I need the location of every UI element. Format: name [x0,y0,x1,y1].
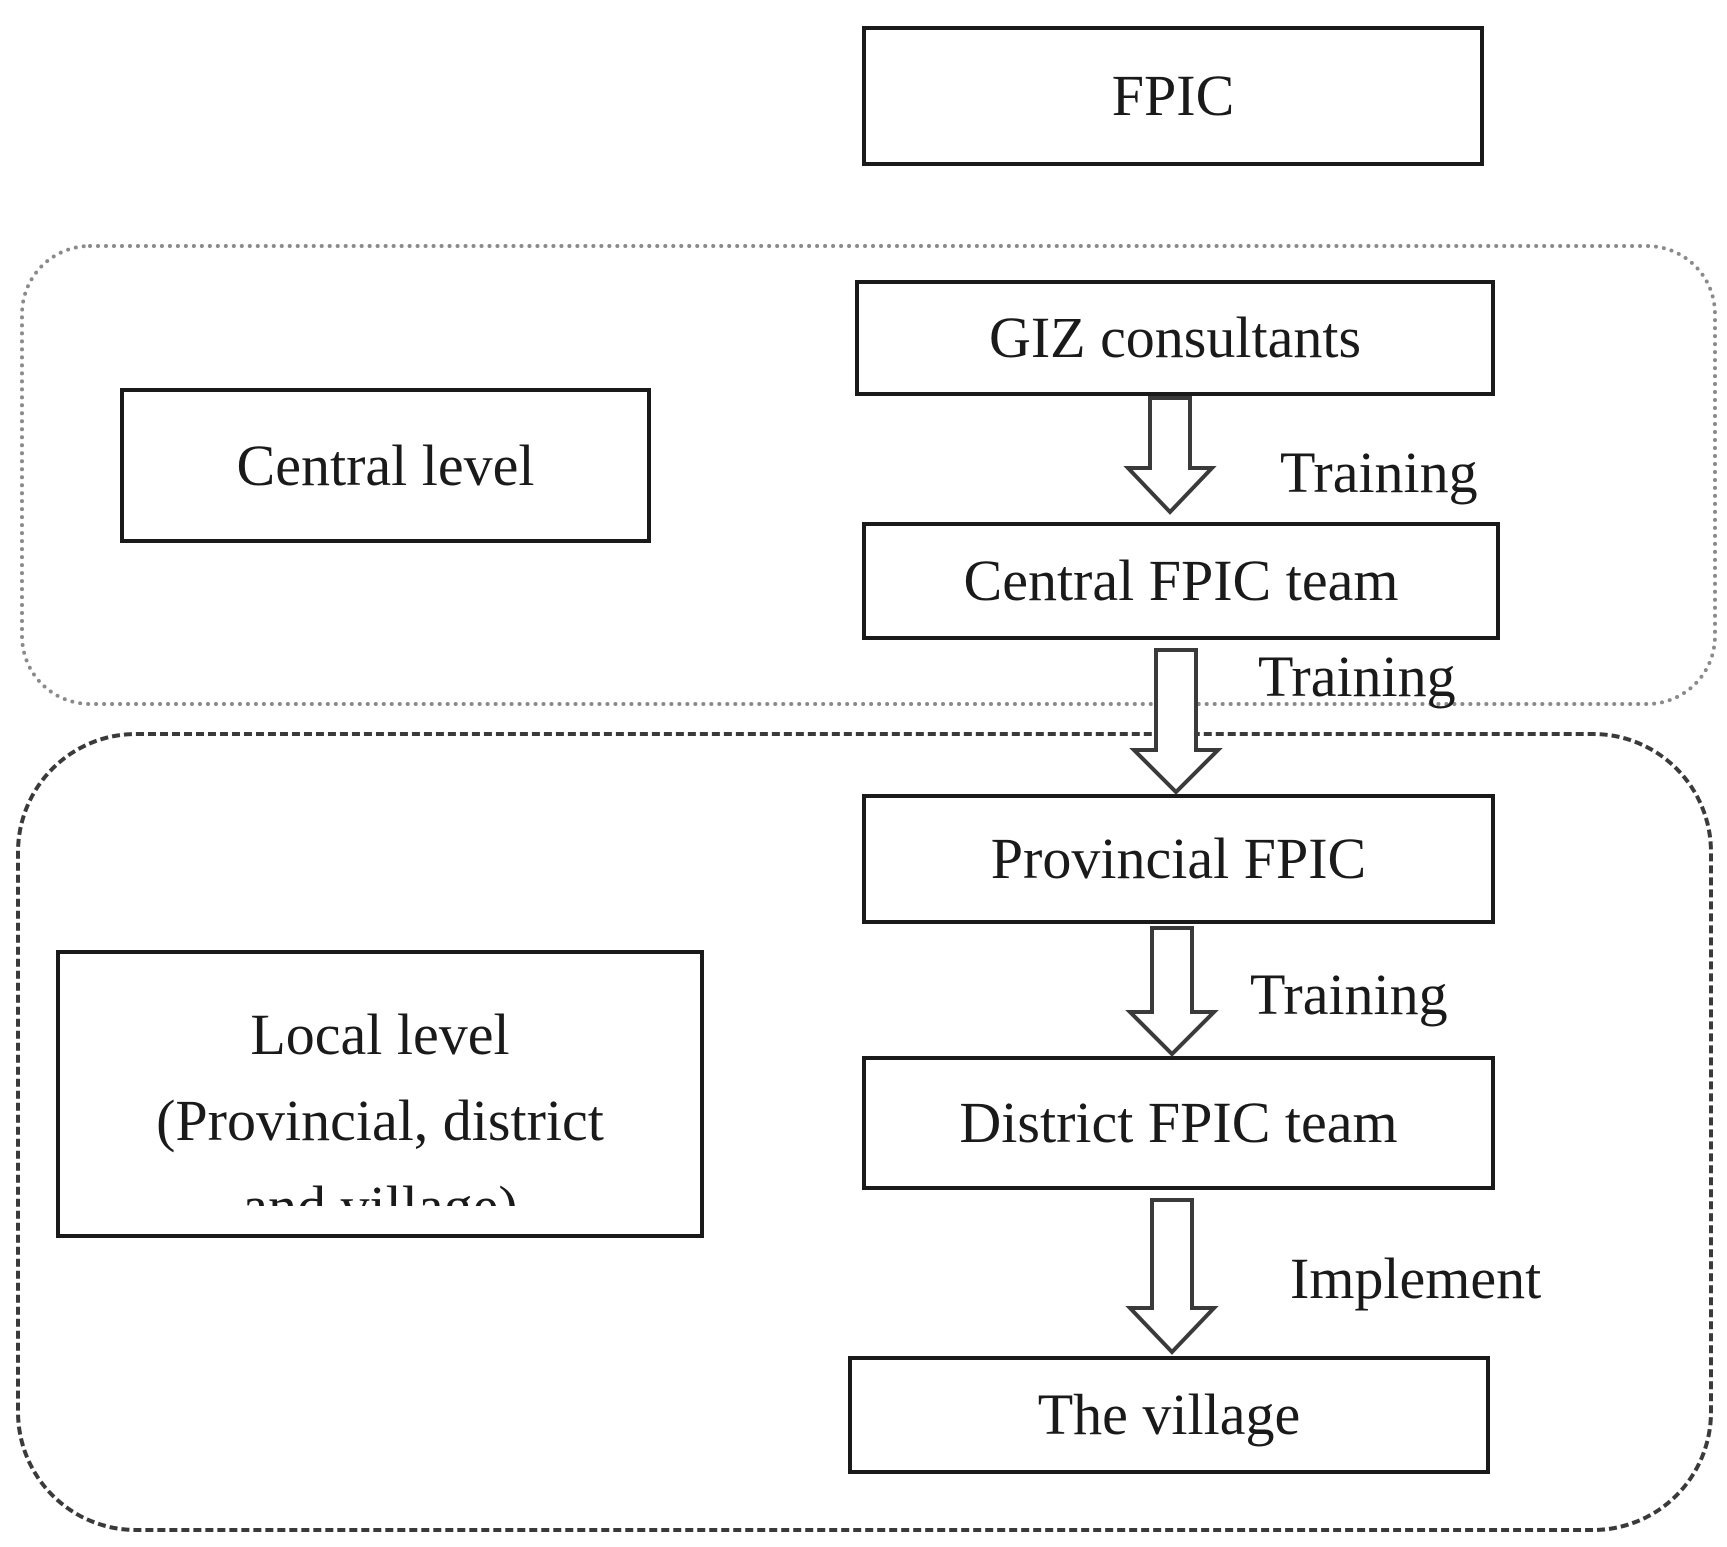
fpic-box: FPIC [862,26,1484,166]
central-level-label: Central level [236,432,535,498]
village-box: The village [848,1356,1490,1474]
central-fpic-team-box: Central FPIC team [862,522,1500,640]
giz-consultants-box: GIZ consultants [855,280,1495,396]
fpic-label: FPIC [1111,63,1235,129]
edge-label-implement: Implement [1290,1246,1542,1311]
central-level-group [20,244,1717,706]
village-label: The village [1037,1382,1301,1448]
provincial-fpic-label: Provincial FPIC [990,826,1367,892]
local-level-line-3: and village) [156,1164,604,1206]
district-fpic-team-box: District FPIC team [862,1056,1495,1190]
provincial-fpic-box: Provincial FPIC [862,794,1495,924]
local-level-text: Local level (Provincial, district and vi… [156,992,604,1206]
local-level-group [16,732,1713,1532]
central-fpic-team-label: Central FPIC team [963,548,1399,614]
local-level-box: Local level (Provincial, district and vi… [56,950,704,1238]
edge-label-training-3: Training [1250,962,1448,1027]
central-level-box: Central level [120,388,651,543]
edge-label-training-2: Training [1258,644,1456,709]
edge-label-training-1: Training [1280,440,1478,505]
local-level-line-2: (Provincial, district [156,1088,604,1153]
local-level-line-1: Local level [250,1002,510,1067]
giz-consultants-label: GIZ consultants [988,305,1362,371]
district-fpic-team-label: District FPIC team [959,1090,1398,1156]
